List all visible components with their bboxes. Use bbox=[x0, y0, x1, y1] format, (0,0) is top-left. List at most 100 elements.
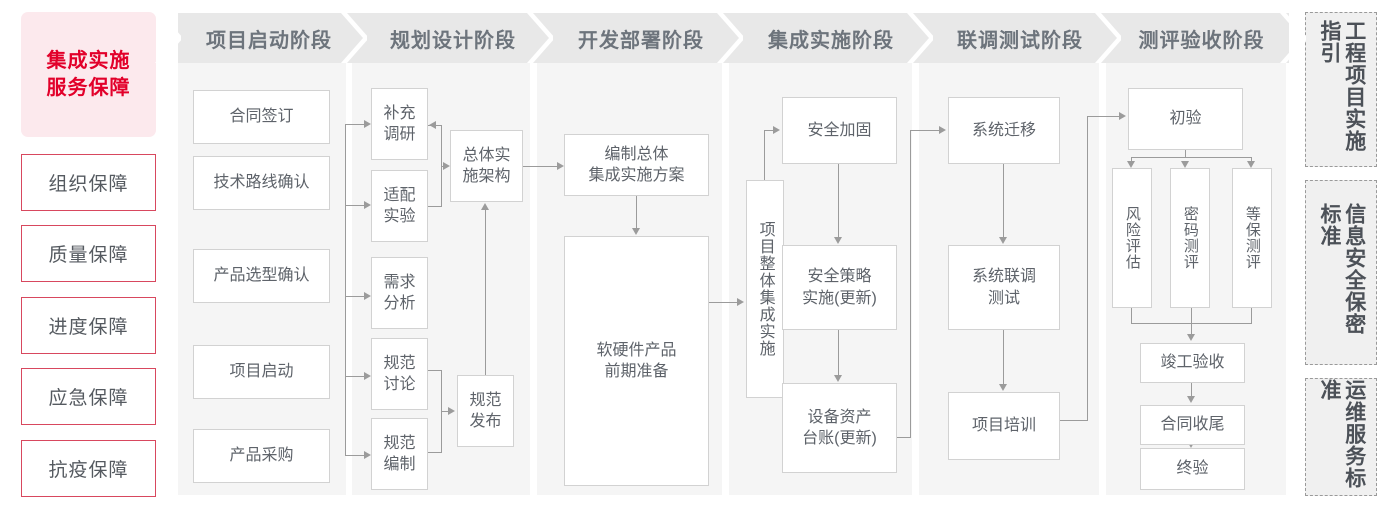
connector bbox=[345, 455, 365, 457]
node-contract-signing[interactable]: 合同签订 bbox=[193, 90, 330, 144]
arrow-icon bbox=[429, 121, 436, 129]
node-label: 等保测评 bbox=[1243, 206, 1261, 270]
node-security-hardening[interactable]: 安全加固 bbox=[782, 97, 897, 164]
guarantee-item-schedule[interactable]: 进度保障 bbox=[21, 297, 156, 354]
node-label: 需求分析 bbox=[383, 273, 416, 312]
node-label: 补充调研 bbox=[383, 104, 416, 143]
node-joint-debug-test[interactable]: 系统联调测试 bbox=[948, 245, 1060, 330]
arrow-icon bbox=[364, 292, 371, 300]
node-tech-route[interactable]: 技术路线确认 bbox=[193, 156, 330, 210]
connector bbox=[1131, 157, 1133, 163]
stage-header-2[interactable]: 规划设计阶段 bbox=[360, 13, 546, 63]
connector bbox=[1060, 420, 1088, 422]
connector bbox=[428, 370, 442, 372]
stage-header-label: 规划设计阶段 bbox=[390, 29, 516, 52]
connector bbox=[838, 330, 840, 376]
node-label: 风险评估 bbox=[1123, 206, 1141, 270]
stage-header-label: 联调测试阶段 bbox=[957, 29, 1083, 52]
node-crypto-evaluation[interactable]: 密码测评 bbox=[1170, 168, 1210, 308]
standard-label: 工程项目实施指引 bbox=[1318, 19, 1366, 152]
node-adaptation-test[interactable]: 适配实验 bbox=[371, 170, 428, 242]
node-risk-assessment[interactable]: 风险评估 bbox=[1112, 168, 1152, 308]
arrow-icon bbox=[773, 126, 780, 134]
guarantee-item-epidemic[interactable]: 抗疫保障 bbox=[21, 440, 156, 497]
node-spec-drafting[interactable]: 规范编制 bbox=[371, 418, 428, 490]
node-initial-acceptance[interactable]: 初验 bbox=[1128, 88, 1243, 150]
node-label: 规范讨论 bbox=[383, 354, 416, 393]
stage-header-4[interactable]: 集成实施阶段 bbox=[736, 13, 926, 63]
node-label: 密码测评 bbox=[1181, 206, 1199, 270]
node-final-acceptance[interactable]: 终验 bbox=[1140, 448, 1245, 490]
connector-trunk-s1 bbox=[345, 124, 347, 456]
standard-label: 信息安全保密标准 bbox=[1318, 202, 1366, 335]
connector bbox=[897, 437, 911, 439]
stage-header-5[interactable]: 联调测试阶段 bbox=[926, 13, 1114, 63]
standard-label: 运维服务标准 bbox=[1318, 379, 1366, 489]
arrow-icon bbox=[364, 372, 371, 380]
node-label: 总体实施架构 bbox=[462, 146, 511, 185]
guarantee-item-quality[interactable]: 质量保障 bbox=[21, 225, 156, 282]
node-contract-closure[interactable]: 合同收尾 bbox=[1140, 405, 1245, 445]
connector bbox=[1131, 157, 1252, 159]
arrow-icon bbox=[557, 162, 564, 170]
node-supplementary-research[interactable]: 补充调研 bbox=[371, 88, 428, 160]
arrow-icon bbox=[1187, 334, 1195, 341]
node-label: 规范编制 bbox=[383, 434, 416, 473]
node-asset-ledger[interactable]: 设备资产台账(更新) bbox=[782, 383, 897, 473]
node-overall-plan[interactable]: 编制总体集成实施方案 bbox=[564, 134, 709, 196]
node-mlps-evaluation[interactable]: 等保测评 bbox=[1232, 168, 1272, 308]
arrow-icon bbox=[1181, 161, 1189, 168]
arrow-icon bbox=[364, 201, 371, 209]
node-completion-acceptance[interactable]: 竣工验收 bbox=[1140, 343, 1245, 383]
guarantee-rail-title: 集成实施服务保障 bbox=[21, 12, 156, 137]
stage-header-1[interactable]: 项目启动阶段 bbox=[178, 13, 360, 63]
node-overall-integration[interactable]: 项目整体集成实施 bbox=[746, 180, 784, 398]
standard-engineering-guideline[interactable]: 工程项目实施指引 bbox=[1305, 12, 1377, 167]
connector bbox=[441, 411, 449, 413]
connector bbox=[345, 376, 365, 378]
stage-header-label: 开发部署阶段 bbox=[578, 29, 704, 52]
arrow-icon bbox=[1119, 112, 1126, 120]
node-label: 项目启动 bbox=[229, 363, 294, 381]
stage-header-label: 测评验收阶段 bbox=[1138, 29, 1265, 52]
node-system-migration[interactable]: 系统迁移 bbox=[948, 97, 1060, 164]
connector bbox=[1087, 116, 1120, 118]
node-project-training[interactable]: 项目培训 bbox=[948, 392, 1060, 460]
stage-header-6[interactable]: 测评验收阶段 bbox=[1114, 13, 1289, 63]
guarantee-item-emergency[interactable]: 应急保障 bbox=[21, 368, 156, 425]
guarantee-item-label: 抗疫保障 bbox=[48, 460, 129, 481]
node-overall-architecture[interactable]: 总体实施架构 bbox=[450, 130, 523, 202]
guarantee-item-organization[interactable]: 组织保障 bbox=[21, 154, 156, 211]
node-label: 系统迁移 bbox=[971, 121, 1036, 139]
node-product-selection[interactable]: 产品选型确认 bbox=[193, 249, 330, 303]
connector bbox=[910, 130, 940, 132]
arrow-icon bbox=[1187, 396, 1195, 403]
guarantee-item-label: 进度保障 bbox=[48, 317, 129, 338]
connector bbox=[1087, 116, 1089, 421]
node-spec-discussion[interactable]: 规范讨论 bbox=[371, 338, 428, 410]
guarantee-item-label: 应急保障 bbox=[48, 388, 129, 409]
guarantee-rail-title-text: 集成实施服务保障 bbox=[46, 49, 131, 99]
node-product-purchase[interactable]: 产品采购 bbox=[193, 429, 330, 483]
node-label: 终验 bbox=[1176, 460, 1209, 478]
arrow-icon bbox=[999, 237, 1007, 244]
node-label: 项目整体集成实施 bbox=[756, 221, 774, 357]
connector bbox=[1251, 308, 1253, 324]
node-label: 软硬件产品前期准备 bbox=[596, 341, 677, 380]
arrow-icon bbox=[834, 237, 842, 244]
stage-header-3[interactable]: 开发部署阶段 bbox=[546, 13, 736, 63]
connector bbox=[1191, 383, 1193, 397]
connector bbox=[345, 124, 365, 126]
arrow-icon bbox=[737, 298, 744, 306]
node-security-policy[interactable]: 安全策略实施(更新) bbox=[782, 245, 897, 330]
node-project-kickoff[interactable]: 项目启动 bbox=[193, 345, 330, 399]
node-label: 初验 bbox=[1169, 110, 1202, 128]
node-hw-sw-preparation[interactable]: 软硬件产品前期准备 bbox=[564, 236, 709, 486]
node-requirement-analysis[interactable]: 需求分析 bbox=[371, 257, 428, 329]
standard-infosec-confidentiality[interactable]: 信息安全保密标准 bbox=[1305, 180, 1377, 365]
standard-ops-service[interactable]: 运维服务标准 bbox=[1305, 378, 1377, 496]
node-spec-release[interactable]: 规范发布 bbox=[457, 375, 514, 447]
node-label: 安全加固 bbox=[807, 121, 872, 139]
node-label: 产品选型确认 bbox=[213, 267, 310, 285]
node-label: 技术路线确认 bbox=[213, 174, 310, 192]
